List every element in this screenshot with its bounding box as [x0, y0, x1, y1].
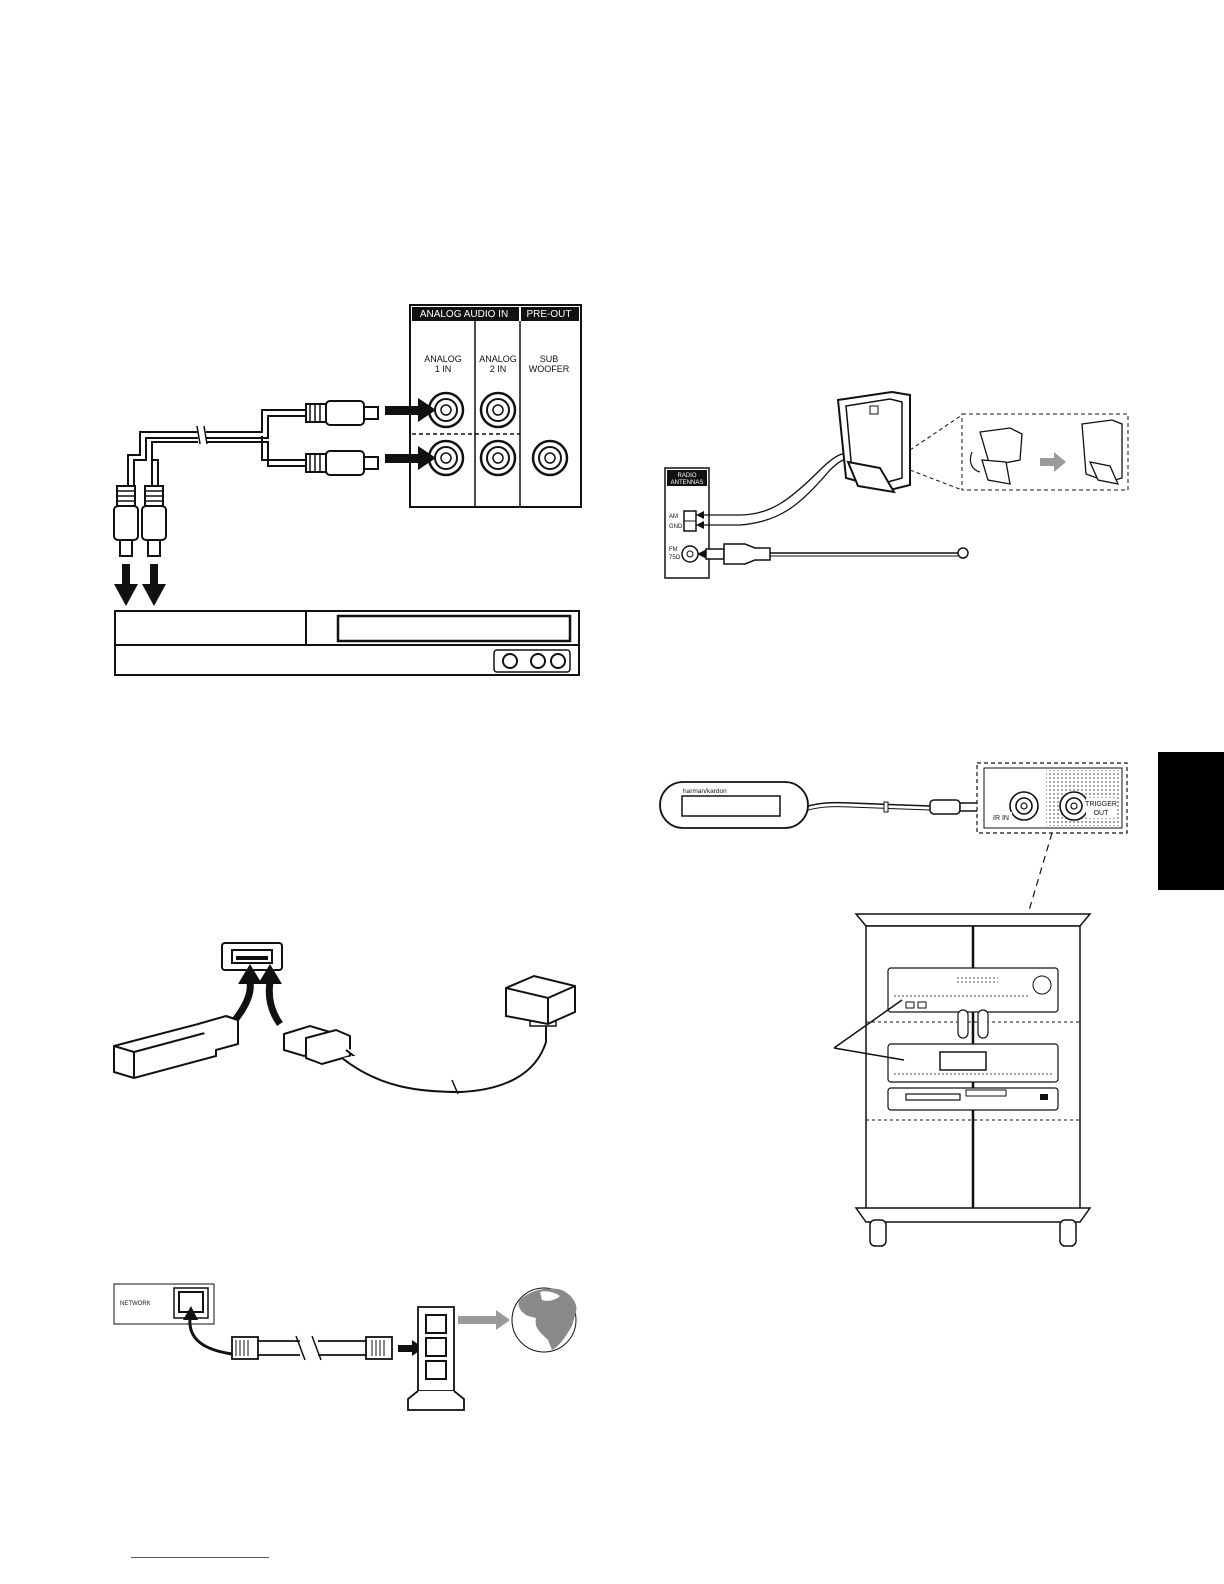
brand-logo: harman/kardon: [683, 788, 727, 795]
fm-wire-antenna: [706, 544, 968, 564]
radio-title-line1: RADIO: [677, 473, 696, 479]
analog-input-panel: ANALOG AUDIO IN PRE-OUT ANALOG 1 IN ANAL…: [410, 305, 581, 507]
usb-diagram: [114, 943, 575, 1094]
pre-out-header: PRE-OUT: [527, 309, 572, 320]
radio-title-line2: ANTENNAS: [671, 480, 704, 486]
analog-audio-in-header: ANALOG AUDIO IN: [420, 309, 508, 320]
analog-audio-diagram: ANALOG AUDIO IN PRE-OUT ANALOG 1 IN ANAL…: [114, 305, 581, 675]
am-loop-antenna: [838, 392, 910, 492]
usb-port: [222, 943, 282, 970]
trigger-label-line2: OUT: [1094, 810, 1110, 817]
footer-link-underline[interactable]: [131, 1557, 269, 1558]
section-tab-marker: [1158, 752, 1224, 890]
analog-1-label-line2: 1 IN: [435, 364, 452, 374]
rca-cable: [128, 410, 308, 488]
source-device: [115, 611, 579, 675]
ir-receiver: harman/kardon: [660, 782, 808, 828]
network-diagram: NETWORK: [114, 1284, 576, 1410]
fm-label-line1: FM: [669, 547, 678, 553]
rca-plug-left: [306, 404, 326, 422]
rca-plug-right: [306, 454, 326, 472]
analog-1-label-line1: ANALOG: [424, 354, 462, 364]
trigger-label-line1: TRIGGER: [1085, 801, 1117, 808]
ir-trigger-panel: IR IN TRIGGER OUT: [977, 763, 1127, 833]
equipment-cabinet: [856, 914, 1090, 1246]
usb-cable: [284, 976, 575, 1092]
mini-jack-plug: [930, 800, 978, 814]
antenna-diagram: RADIO ANTENNAS AM GND FM 75Ω: [665, 392, 1128, 578]
subwoofer-label-line1: SUB: [540, 354, 559, 364]
network-label: NETWORK: [120, 1301, 151, 1307]
subwoofer-label-line2: WOOFER: [529, 364, 570, 374]
analog-2-label-line1: ANALOG: [479, 354, 517, 364]
usb-flash-drive: [114, 1016, 238, 1078]
fm-label-line2: 75Ω: [669, 555, 681, 561]
internet-arrow: [458, 1310, 510, 1330]
am-terminal-label: AM: [669, 514, 678, 520]
ir-in-label: IR IN: [993, 815, 1009, 822]
ethernet-cable: [232, 1337, 392, 1359]
globe-icon: [512, 1288, 576, 1352]
gnd-terminal-label: GND: [669, 524, 683, 530]
network-router: [408, 1307, 464, 1410]
network-panel: NETWORK: [114, 1284, 214, 1324]
analog-2-label-line2: 2 IN: [490, 364, 507, 374]
ir-trigger-diagram: harman/kardon IR IN TRIGGER: [660, 763, 1127, 1246]
